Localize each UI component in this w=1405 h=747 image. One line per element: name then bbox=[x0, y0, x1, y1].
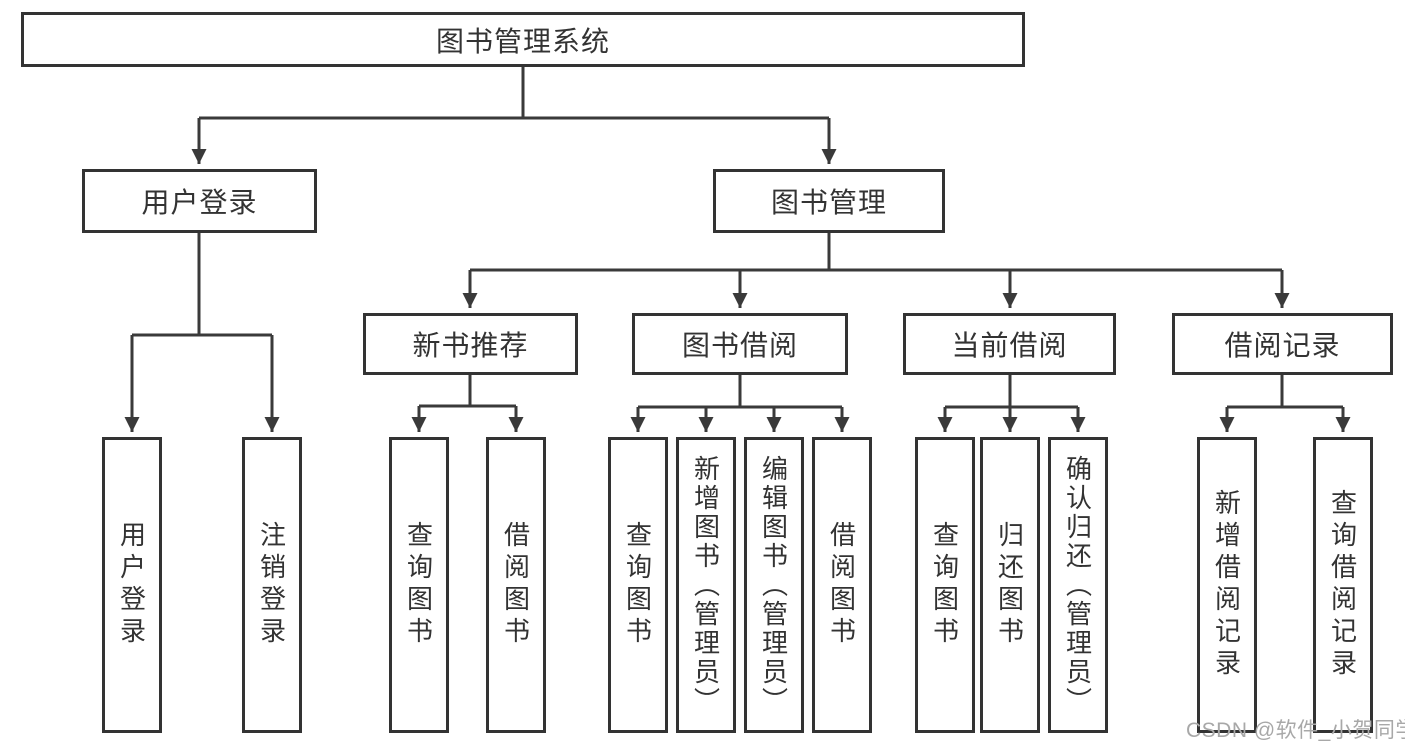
node-new-book-recommend: 新书推荐 bbox=[363, 313, 578, 375]
node-borrow-records: 借阅记录 bbox=[1172, 313, 1393, 375]
leaf-newbook-query-books: 查询图书 bbox=[389, 437, 449, 733]
node-root: 图书管理系统 bbox=[21, 12, 1025, 67]
leaf-logout-login-label: 注销登录 bbox=[256, 521, 287, 649]
leaf-current-confirm-return-admin-label: 确认归还（管理员） bbox=[1062, 454, 1093, 716]
leaf-records-query-record: 查询借阅记录 bbox=[1313, 437, 1373, 733]
node-current-borrow: 当前借阅 bbox=[903, 313, 1116, 375]
leaf-user-login-label: 用户登录 bbox=[116, 521, 147, 649]
leaf-current-query-books-label: 查询图书 bbox=[929, 521, 960, 649]
leaf-newbook-query-books-label: 查询图书 bbox=[403, 521, 434, 649]
leaf-borrow-edit-books-admin: 编辑图书（管理员） bbox=[744, 437, 804, 733]
node-book-management: 图书管理 bbox=[713, 169, 945, 233]
leaf-current-query-books: 查询图书 bbox=[915, 437, 975, 733]
leaf-newbook-borrow-books-label: 借阅图书 bbox=[500, 521, 531, 649]
leaf-current-return-books: 归还图书 bbox=[980, 437, 1040, 733]
leaf-records-add-record: 新增借阅记录 bbox=[1197, 437, 1257, 733]
leaf-borrow-query-books-label: 查询图书 bbox=[622, 521, 653, 649]
node-book-borrow: 图书借阅 bbox=[632, 313, 848, 375]
leaf-borrow-edit-books-admin-label: 编辑图书（管理员） bbox=[758, 454, 789, 716]
leaf-records-add-record-label: 新增借阅记录 bbox=[1211, 489, 1242, 681]
leaf-logout-login: 注销登录 bbox=[242, 437, 302, 733]
leaf-borrow-query-books: 查询图书 bbox=[608, 437, 668, 733]
leaf-borrow-add-books-admin: 新增图书（管理员） bbox=[676, 437, 736, 733]
leaf-borrow-borrow-books: 借阅图书 bbox=[812, 437, 872, 733]
leaf-borrow-borrow-books-label: 借阅图书 bbox=[826, 521, 857, 649]
node-user-login: 用户登录 bbox=[82, 169, 317, 233]
leaf-newbook-borrow-books: 借阅图书 bbox=[486, 437, 546, 733]
leaf-records-query-record-label: 查询借阅记录 bbox=[1327, 489, 1358, 681]
leaf-user-login: 用户登录 bbox=[102, 437, 162, 733]
leaf-borrow-add-books-admin-label: 新增图书（管理员） bbox=[690, 454, 721, 716]
leaf-current-return-books-label: 归还图书 bbox=[994, 521, 1025, 649]
csdn-watermark: CSDN @软件_小贺同学 bbox=[1186, 719, 1405, 742]
leaf-current-confirm-return-admin: 确认归还（管理员） bbox=[1048, 437, 1108, 733]
